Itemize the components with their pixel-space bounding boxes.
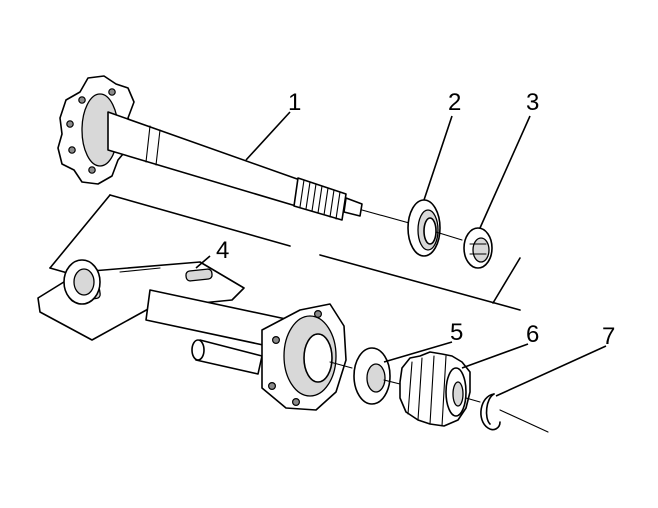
callout-labels: 1 2 3 4 5 6 7 [216,89,615,350]
leader-3 [479,115,531,229]
leader-7 [495,345,607,397]
callout-label-4: 4 [216,237,229,264]
leader-2 [423,115,453,201]
callout-label-7: 7 [602,323,615,350]
axle-shaft [57,75,421,227]
leader-5 [383,341,453,363]
axle-housing [37,259,353,411]
thrust-washer [353,347,401,405]
callout-label-5: 5 [450,319,463,346]
leader-6 [461,343,529,369]
callout-label-2: 2 [448,89,461,116]
seal-ring [407,199,463,257]
callout-label-3: 3 [526,89,539,116]
spline-gear [399,351,481,427]
snap-ring [480,393,549,433]
callout-label-1: 1 [288,89,301,116]
callout-leaders [195,111,607,397]
retaining-clip [463,227,493,269]
leader-4 [195,255,211,269]
callout-label-6: 6 [526,321,539,348]
leader-1 [245,111,291,161]
